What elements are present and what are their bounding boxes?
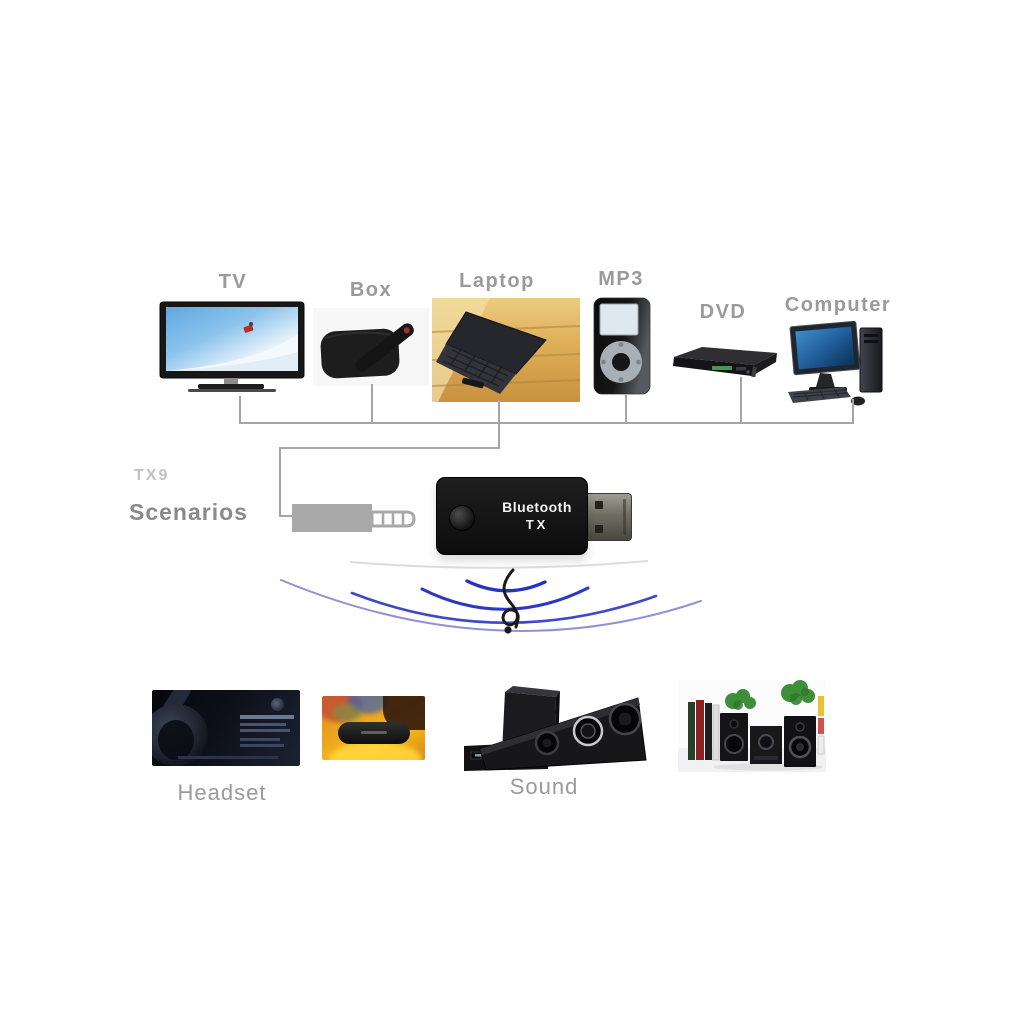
connector-stub-laptop <box>498 400 500 423</box>
tv-image <box>159 301 305 392</box>
connector-stub-tv <box>239 396 241 423</box>
label-mp3: MP3 <box>598 268 644 290</box>
label-box: Box <box>349 279 393 301</box>
mini-stereo-image <box>678 680 826 772</box>
scenarios-title: Scenarios <box>129 499 248 525</box>
mp3-player-image <box>593 297 651 395</box>
label-dvd: DVD <box>699 301 747 323</box>
connector-stub-box <box>371 384 373 423</box>
audio-jack-icon <box>292 504 372 532</box>
connector-stub-mp3 <box>625 395 627 423</box>
label-headset: Headset <box>177 780 267 805</box>
usb-connector-icon <box>585 493 632 541</box>
adapter-brand-line1: Bluetooth <box>502 499 572 515</box>
connector-drop-vertical-2 <box>279 447 281 517</box>
wireless-arcs-icon <box>280 560 702 634</box>
portable-speaker-image <box>322 696 425 760</box>
sound-system-image <box>464 686 647 771</box>
label-tv: TV <box>218 271 248 293</box>
dvd-player-image <box>673 347 777 378</box>
treble-clef-icon <box>501 568 520 634</box>
label-computer: Computer <box>784 294 892 316</box>
connector-bus <box>239 422 854 424</box>
laptop-image <box>432 298 580 402</box>
tv-box-image <box>313 308 429 386</box>
audio-jack-tip-icon <box>372 510 416 528</box>
computer-image <box>788 320 883 406</box>
model-code: TX9 <box>134 467 170 484</box>
connector-drop-horizontal <box>279 447 500 449</box>
label-laptop: Laptop <box>459 270 535 292</box>
adapter-brand-text: Bluetooth TX <box>489 499 585 532</box>
connector-stub-dvd <box>740 377 742 423</box>
connector-to-jack <box>279 515 293 517</box>
headset-image <box>152 690 300 766</box>
connector-drop-vertical-1 <box>498 422 500 449</box>
adapter-button-icon <box>449 505 475 531</box>
label-sound: Sound <box>509 774 579 799</box>
connector-stub-computer <box>852 399 854 423</box>
bluetooth-tx-adapter: Bluetooth TX <box>436 477 588 555</box>
adapter-brand-line2: TX <box>525 517 549 532</box>
